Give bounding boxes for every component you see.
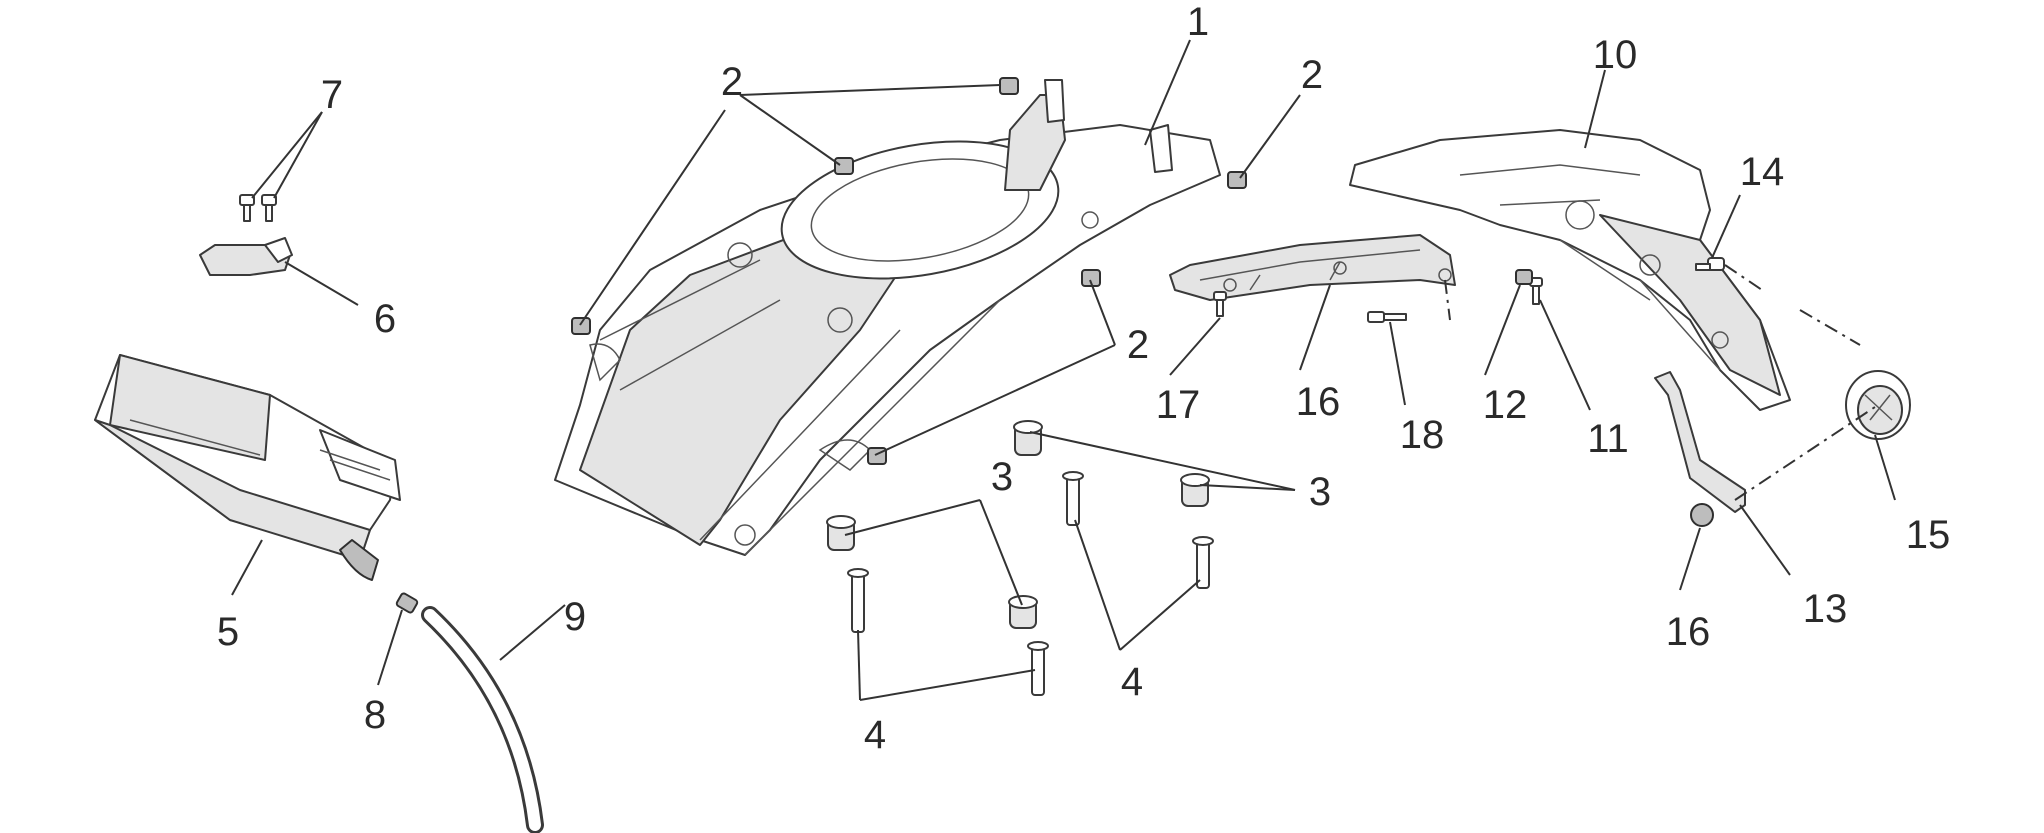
callout-15: 15 [1906, 513, 1951, 557]
callout-9: 9 [564, 595, 586, 639]
part-bush-3d [1180, 473, 1210, 507]
part-box [94, 354, 401, 581]
part-plate-16 [1169, 234, 1456, 301]
part-clip-b [834, 157, 854, 175]
part-bracket [199, 237, 293, 276]
part-nut-12 [1515, 269, 1533, 285]
part-clip-c [571, 317, 591, 335]
callout-3-right: 3 [1309, 470, 1331, 514]
part-hose-9 [421, 606, 544, 833]
part-bush-3c [1008, 595, 1038, 629]
callout-14: 14 [1740, 150, 1785, 194]
callout-16-nut: 16 [1666, 610, 1711, 654]
part-plate-holder-10 [1349, 129, 1791, 411]
part-screw-17 [1213, 291, 1227, 317]
part-reflector-15 [1845, 370, 1911, 440]
callout-5: 5 [217, 610, 239, 654]
callout-18: 18 [1400, 413, 1445, 457]
callout-16-plate: 16 [1296, 380, 1341, 424]
callout-8: 8 [364, 693, 386, 737]
callout-6: 6 [374, 297, 396, 341]
callout-4-right: 4 [1121, 660, 1143, 704]
part-bracket-13 [1654, 371, 1746, 513]
part-pin-4d [1192, 536, 1214, 589]
part-nut-16 [1690, 503, 1714, 527]
callout-11: 11 [1587, 417, 1629, 461]
callout-2-top-left: 2 [721, 60, 743, 104]
part-pin-4b [1027, 641, 1049, 696]
callout-3-left: 3 [991, 455, 1013, 499]
part-bush-3b [1013, 420, 1043, 456]
callout-17: 17 [1156, 383, 1201, 427]
callout-10: 10 [1593, 33, 1638, 77]
callout-2-lower: 2 [1127, 323, 1149, 367]
callout-13: 13 [1803, 587, 1848, 631]
part-fitting-8 [395, 592, 419, 614]
callout-1: 1 [1187, 0, 1209, 44]
callout-4-left: 4 [864, 713, 886, 757]
part-screw-14 [1695, 257, 1725, 271]
part-clip-e [1081, 269, 1101, 287]
callout-12: 12 [1483, 383, 1528, 427]
part-screw-18 [1367, 311, 1407, 323]
leader-lines [231, 39, 1896, 701]
part-bush-3a [826, 515, 856, 551]
part-undertray [554, 79, 1221, 556]
part-pin-4a [847, 568, 869, 633]
part-screws-7 [239, 194, 277, 222]
part-pin-4c [1062, 471, 1084, 526]
callout-labels: 1 2 2 2 3 3 4 4 5 6 7 8 9 10 11 12 13 14… [217, 0, 1950, 757]
part-clip-a [999, 77, 1019, 95]
callout-2-top-right: 2 [1301, 53, 1323, 97]
callout-7: 7 [321, 73, 343, 117]
